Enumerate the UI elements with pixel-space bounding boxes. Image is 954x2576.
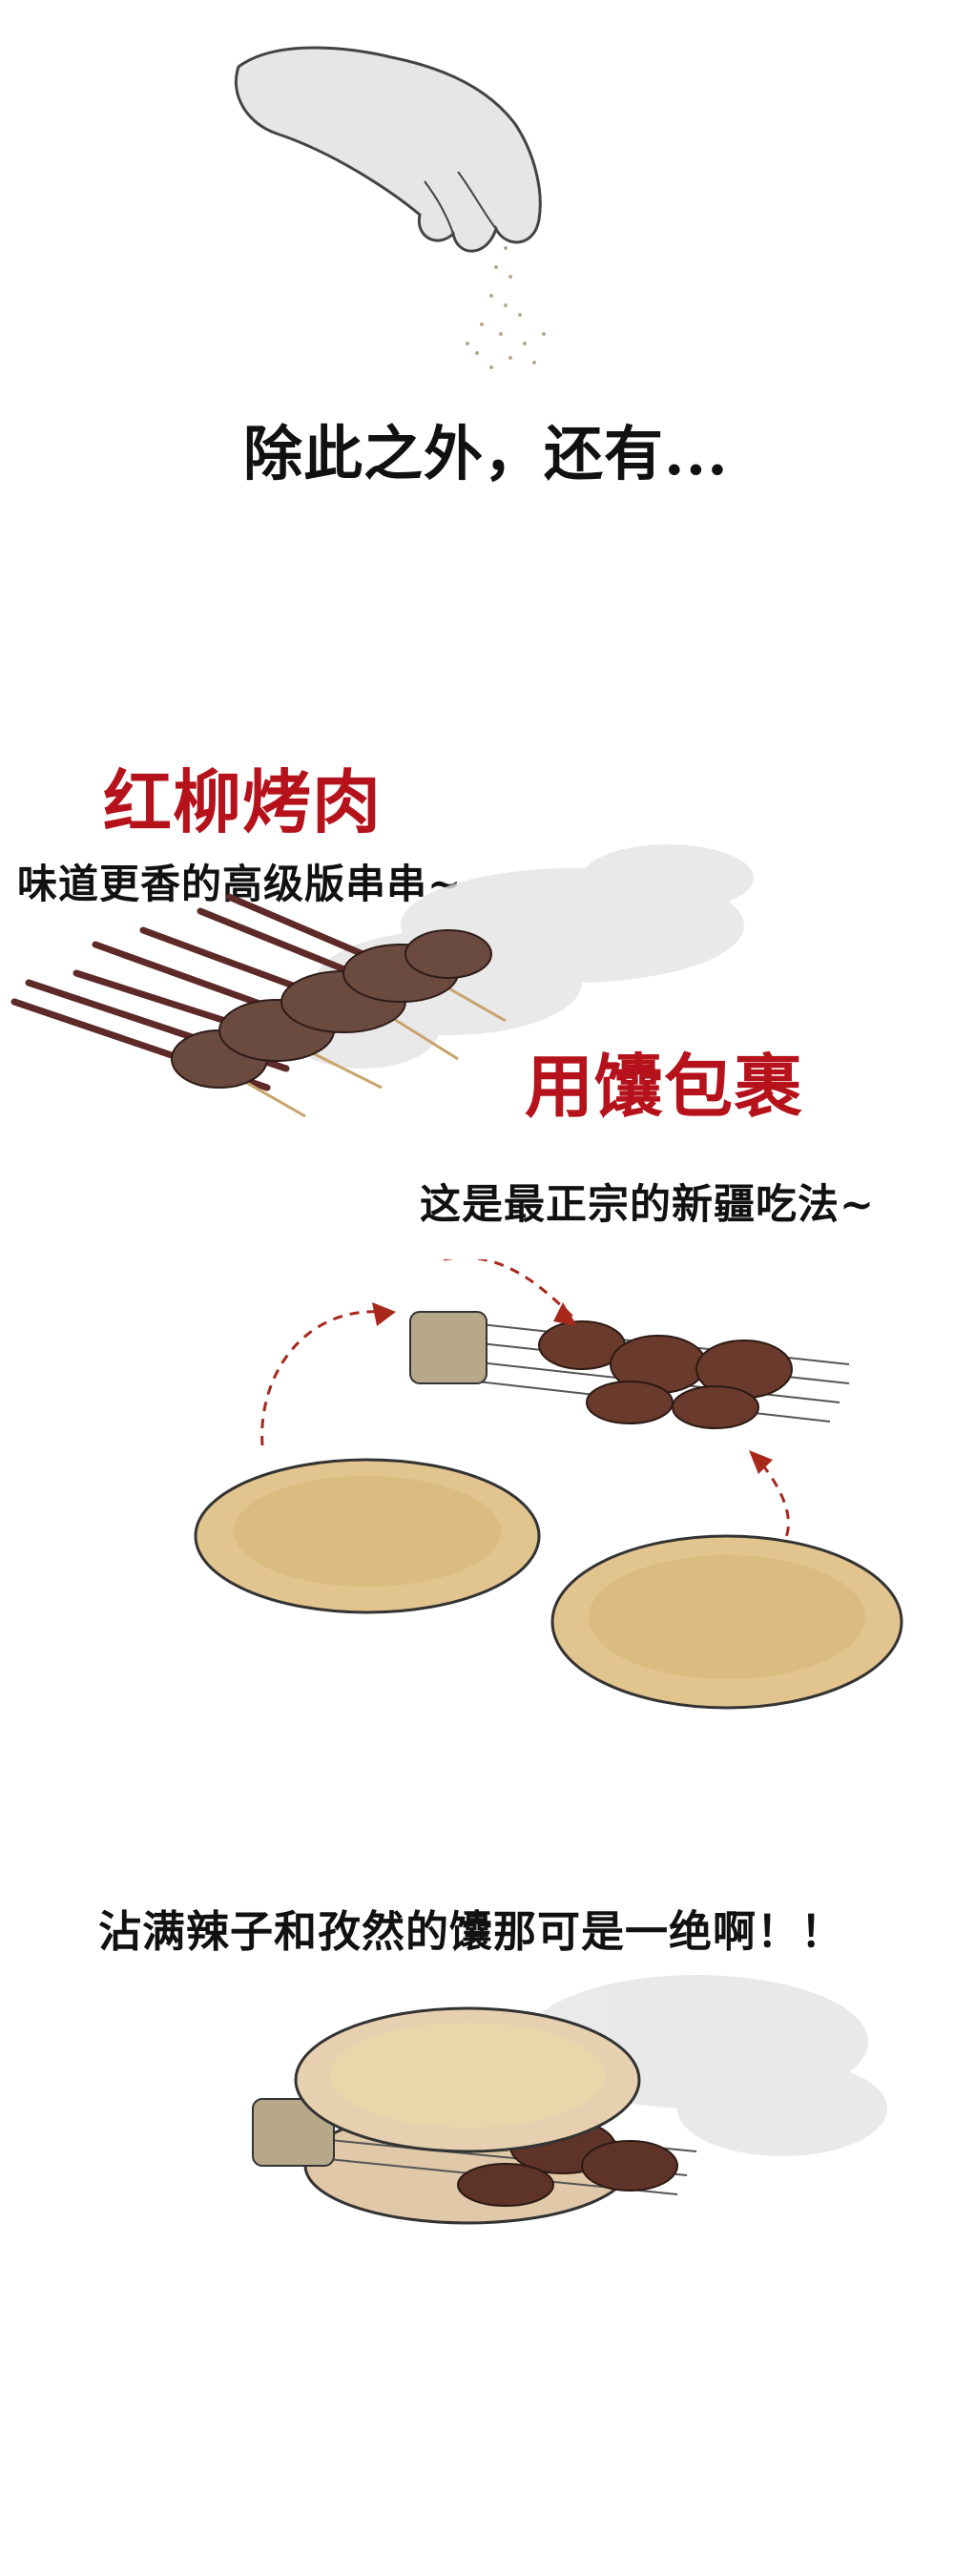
closing-text: 沾满辣子和孜然的馕那可是一绝啊！！ (98, 1906, 845, 1957)
naan-and-skewers-illustration (194, 1259, 903, 1710)
hand-sprinkling-illustration (234, 46, 546, 369)
red-willow-skewers-illustration (10, 844, 754, 1118)
section-subtitle-naan-wrap: 这是最正宗的新疆吃法~ (420, 1181, 876, 1229)
intro-text: 除此之外，还有... (243, 419, 729, 488)
section-title-red-willow-kebab: 红柳烤肉 (103, 761, 383, 842)
section-title-naan-wrap: 用馕包裹 (525, 1046, 804, 1127)
naan-sandwich-illustration (252, 1975, 887, 2225)
